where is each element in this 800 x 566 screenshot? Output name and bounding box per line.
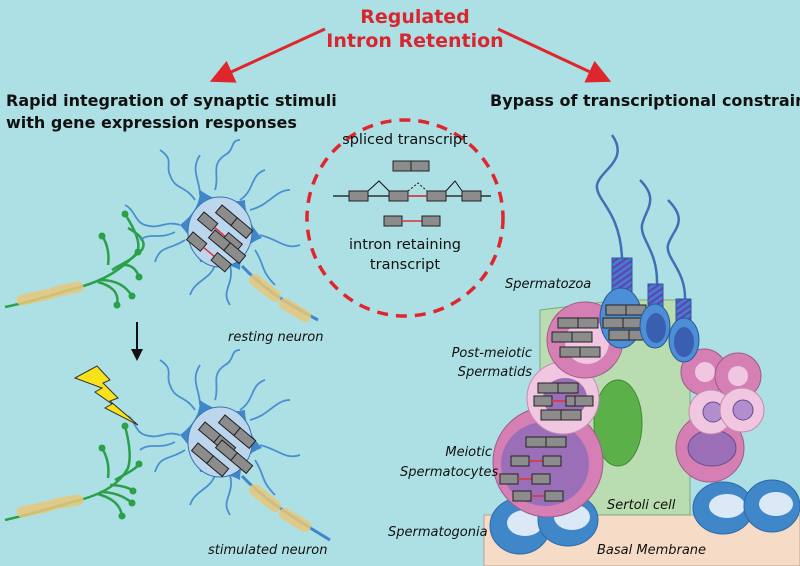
intron-retaining-label: intron retaining transcript [335,235,475,275]
left-panel-heading: Rapid integration of synaptic stimuli wi… [6,90,337,134]
stimulated-neuron-label: stimulated neuron [208,543,328,558]
spliced-transcript-mark [392,160,430,172]
spermatids-right [680,348,765,435]
spermatocyte-left [492,406,604,518]
spermatozoa-label: Spermatozoa [505,277,592,292]
gene-model [333,180,491,202]
figure-title: Regulated Intron Retention [320,5,510,53]
intron-retaining-mark [383,215,441,227]
spermatid-left [526,361,600,435]
spermatozoa [595,134,700,363]
sertoli-cell-label: Sertoli cell [607,498,676,513]
resting-neuron-label: resting neuron [228,330,324,345]
intron-retaining-line-1: intron retaining [349,237,461,253]
meiotic-line-1: Meiotic [445,445,492,460]
title-line-1: Regulated [360,6,470,28]
resting-neuron [4,139,319,322]
right-panel-heading: Bypass of transcriptional constraints [490,91,800,110]
meiotic-line-2: Spermatocytes [400,465,499,480]
basal-membrane-label: Basal Membrane [597,543,707,558]
left-heading-line-1: Rapid integration of synaptic stimuli [6,91,337,110]
seminiferous-section [483,134,800,566]
stimulated-neuron [4,349,331,542]
meiotic-label: Meiotic Spermatocytes [400,443,499,483]
intron-retaining-line-2: transcript [369,257,441,273]
title-line-2: Intron Retention [326,30,504,52]
post-meiotic-label: Post-meiotic Spermatids [442,344,532,382]
post-meiotic-line-1: Post-meiotic [451,346,532,361]
arrow-left [209,27,326,83]
left-heading-line-2: with gene expression responses [6,113,297,132]
spliced-transcript-label: spliced transcript [342,132,468,148]
sertoli-nucleus [593,379,643,467]
lightning-bolt-icon [73,365,139,426]
spermatogonia-label: Spermatogonia [388,525,488,540]
arrow-right [497,27,612,83]
spermatocyte-right [675,413,745,483]
post-meiotic-line-2: Spermatids [457,365,532,380]
splicing-dashed-circle [305,118,505,318]
